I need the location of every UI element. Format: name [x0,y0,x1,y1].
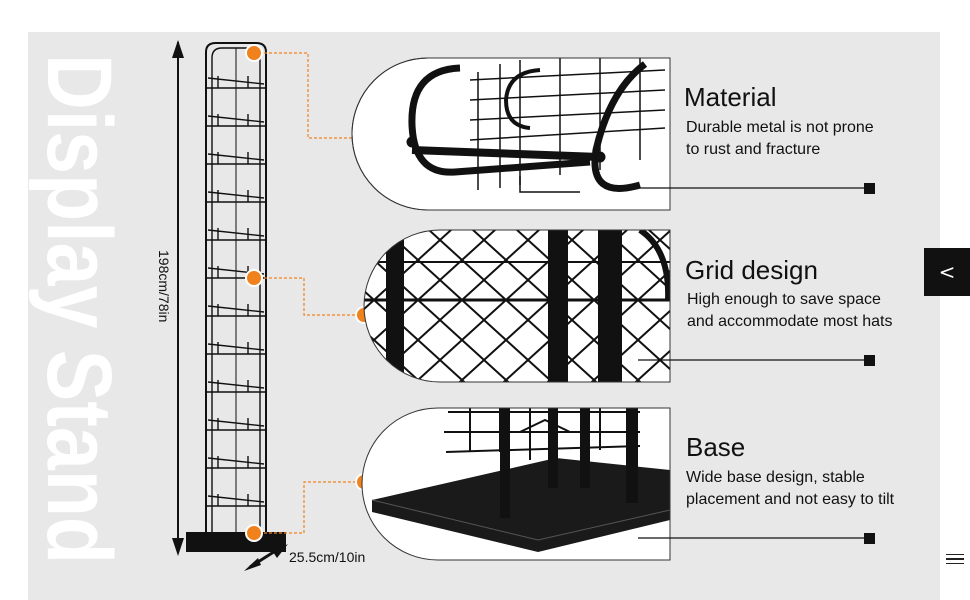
headline-vertical: Display Stand [28,54,130,564]
feature-pointer-lines [638,187,866,539]
hamburger-menu-icon [946,558,964,560]
tower-shelf [206,228,266,241]
hamburger-menu-icon [946,562,964,565]
tower-shelf [206,456,266,469]
pointer-end-markers [864,183,875,544]
feature-desc-line: to rust and fracture [686,141,821,158]
side-panel-toggle-button[interactable]: < [924,248,970,296]
feature-desc-material: Durable metal is not prone to rust and f… [686,117,936,161]
feature-title-base: Base [686,432,746,462]
callout-connectors [254,52,364,534]
height-dimension-label: 198cm/78in [156,250,172,322]
hamburger-menu-icon [946,553,964,556]
base-detail-image [361,407,671,561]
tower-shelf [206,494,266,507]
feature-title-material: Material [684,82,777,112]
feature-desc-line: Durable metal is not prone [686,119,874,136]
tower-shelf [206,266,266,279]
chevron-left-icon: < [938,260,956,284]
display-stand-tower [186,42,286,552]
menu-button[interactable] [946,550,964,568]
tower-shelf [206,114,266,127]
tower-shelf [206,190,266,203]
tower-shelf [206,304,266,317]
depth-dimension-label: 25.5cm/10in [289,549,365,565]
material-detail-image [351,57,671,211]
feature-title-grid: Grid design [685,255,818,285]
feature-desc-line: Wide base design, stable [686,469,865,486]
feature-desc-line: placement and not easy to tilt [686,491,895,508]
feature-desc-grid: High enough to save space and accommodat… [687,289,937,333]
tower-shelf [206,418,266,431]
tower-shelf [206,76,266,89]
feature-desc-line: and accommodate most hats [687,313,893,330]
tower-shelf [206,380,266,393]
feature-desc-line: High enough to save space [687,291,881,308]
tower-shelf [206,342,266,355]
height-dimension-arrow [172,40,184,556]
grid-detail-image [363,229,671,383]
feature-desc-base: Wide base design, stable placement and n… [686,467,936,511]
tower-shelf [206,152,266,165]
